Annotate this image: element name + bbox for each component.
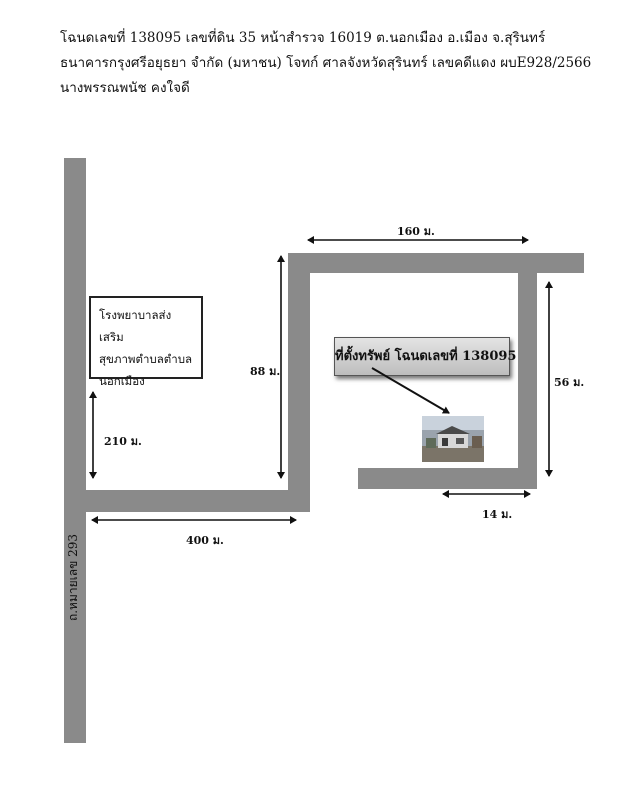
hospital-landmark: โรงพยาบาลส่งเสริม สุขภาพตำบลตำบล นอกเมือ… bbox=[89, 296, 203, 388]
property-location-marker: ที่ตั้งทรัพย์ โฉนดเลขที่ 138095 bbox=[334, 337, 516, 376]
distance-label-main-vertical: 210 ม. bbox=[104, 435, 142, 448]
property-photo bbox=[422, 416, 484, 462]
distance-label-right-vertical: 56 ม. bbox=[554, 376, 585, 389]
hospital-label-line: นอกเมือง bbox=[99, 374, 145, 388]
hospital-label-line: สุขภาพตำบลตำบล bbox=[99, 352, 193, 366]
road-right-vertical bbox=[518, 253, 537, 489]
road-top bbox=[288, 253, 584, 273]
hospital-label-line: โรงพยาบาลส่งเสริม bbox=[99, 308, 172, 344]
header-line-deed: โฉนดเลขที่ 138095 เลขที่ดิน 35 หน้าสำรวจ… bbox=[60, 30, 546, 46]
distance-label-bottom-short: 14 ม. bbox=[482, 508, 513, 521]
distance-label-main-horizontal: 400 ม. bbox=[186, 534, 224, 547]
header: โฉนดเลขที่ 138095 เลขที่ดิน 35 หน้าสำรวจ… bbox=[60, 26, 591, 101]
road-highway-293 bbox=[64, 158, 86, 743]
header-line-case: ธนาคารกรุงศรีอยุธยา จำกัด (มหาชน) โจทก์ … bbox=[60, 55, 592, 71]
distance-label-left-vertical: 88 ม. bbox=[250, 365, 281, 378]
road-bottom-short bbox=[358, 468, 537, 489]
header-line-owner: นางพรรณพนัช คงใจดี bbox=[60, 80, 190, 96]
road-lower-branch bbox=[86, 490, 310, 512]
pointer-arrow bbox=[371, 367, 450, 414]
road-name-label: ถ.หมายเลข 293 bbox=[66, 533, 81, 622]
road-left-vertical bbox=[288, 253, 310, 512]
distance-label-top: 160 ม. bbox=[397, 225, 435, 238]
